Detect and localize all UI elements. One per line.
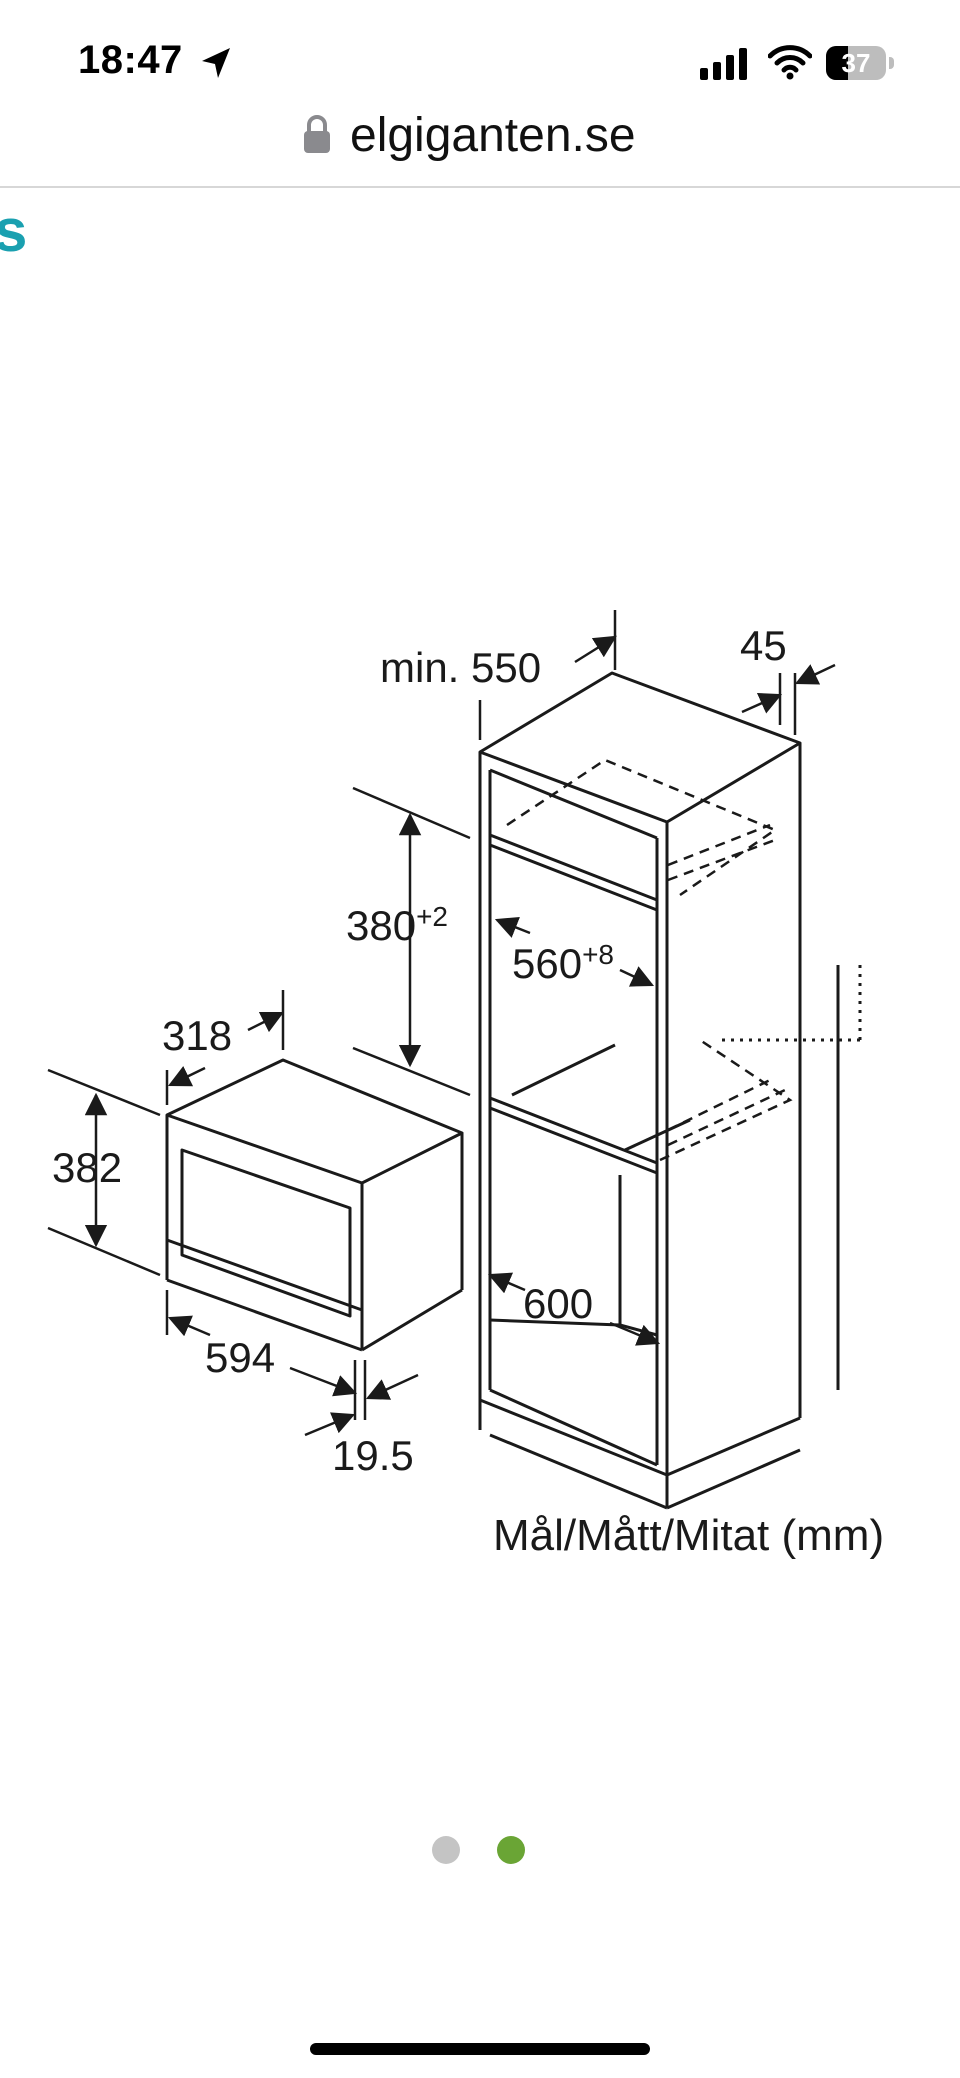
dim-45: 45 bbox=[740, 622, 787, 669]
dim-380-value: 380 bbox=[346, 902, 416, 949]
tall-cabinet bbox=[478, 671, 802, 1510]
carousel-dot-2-active[interactable] bbox=[497, 1836, 525, 1864]
dimension-lines bbox=[47, 610, 836, 1437]
dim-560: 560+8 bbox=[512, 939, 614, 987]
wifi-icon bbox=[768, 45, 812, 80]
home-indicator[interactable] bbox=[310, 2043, 650, 2055]
dim-382: 382 bbox=[52, 1144, 122, 1191]
browser-url-bar[interactable]: elgiganten.se bbox=[0, 100, 960, 188]
status-time: 18:47 bbox=[78, 38, 183, 82]
status-bar: 18:47 37 bbox=[0, 0, 960, 120]
carousel-dot-1[interactable] bbox=[432, 1836, 460, 1864]
dim-318: 318 bbox=[162, 1012, 232, 1059]
battery-fill bbox=[826, 46, 849, 80]
cabinet-hidden-lines bbox=[506, 758, 793, 1162]
image-carousel-pagination bbox=[0, 1836, 960, 1866]
cellular-signal-icon bbox=[700, 48, 747, 80]
dim-19-5: 19.5 bbox=[332, 1432, 414, 1479]
ventilation-outline bbox=[720, 965, 862, 1042]
dim-594: 594 bbox=[205, 1334, 275, 1381]
location-arrow-icon bbox=[202, 48, 230, 78]
dim-560-value: 560 bbox=[512, 940, 582, 987]
dim-380-tolerance: +2 bbox=[416, 901, 448, 932]
microwave bbox=[165, 1058, 464, 1352]
brand-logo-fragment: s bbox=[0, 197, 28, 264]
diagram-caption: Mål/Mått/Mitat (mm) bbox=[493, 1511, 884, 1560]
installation-dimension-drawing: min. 550 45 380+2 560+8 318 382 600 594 … bbox=[47, 610, 884, 1560]
lock-icon bbox=[304, 115, 330, 153]
dim-380: 380+2 bbox=[346, 901, 448, 949]
dim-600: 600 bbox=[523, 1280, 593, 1327]
battery-icon: 37 bbox=[826, 46, 896, 80]
url-text[interactable]: elgiganten.se bbox=[350, 109, 636, 162]
battery-level: 37 bbox=[841, 48, 871, 78]
dim-min-550: min. 550 bbox=[380, 644, 541, 691]
dim-560-tolerance: +8 bbox=[582, 939, 614, 970]
